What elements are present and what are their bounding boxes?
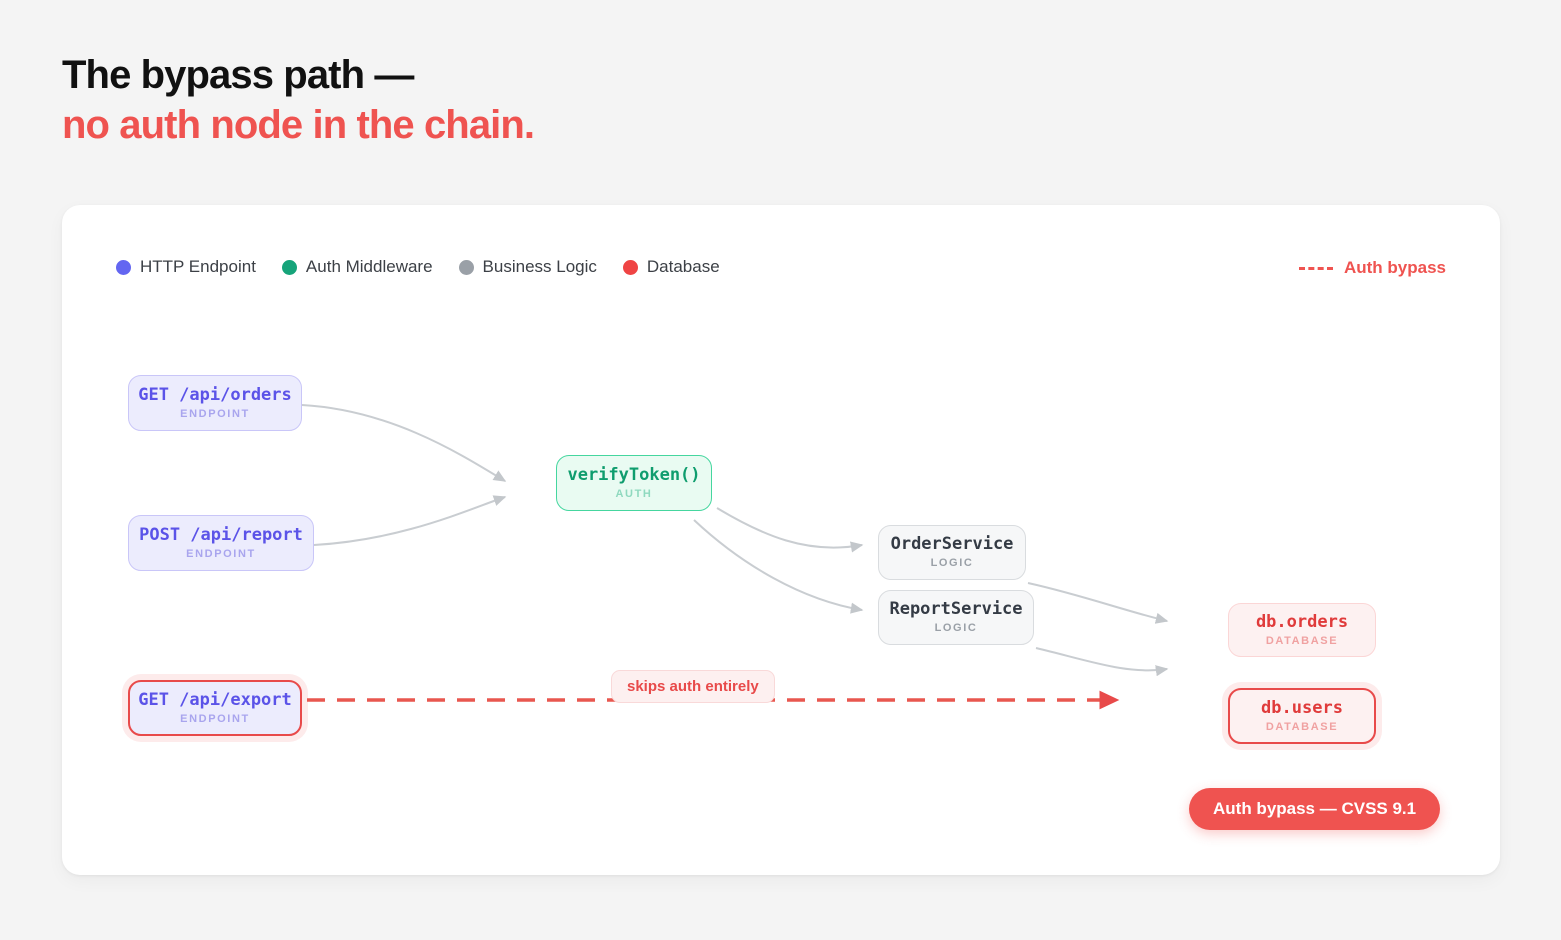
legend-label: HTTP Endpoint bbox=[140, 257, 256, 276]
legend-dot-icon bbox=[622, 259, 638, 275]
edge-verifytoken-to-reportservice bbox=[693, 519, 864, 614]
legend-item-business-logic[interactable]: Business Logic bbox=[458, 257, 597, 277]
edge-reportservice-to-dborders bbox=[1035, 647, 1169, 677]
legend-item-http-endpoint[interactable]: HTTP Endpoint bbox=[116, 257, 256, 277]
node-db-orders[interactable]: db.orders DATABASE bbox=[1228, 603, 1376, 657]
node-title: GET /api/orders bbox=[138, 384, 292, 405]
node-title: OrderService bbox=[890, 534, 1014, 554]
legend-label: Auth bypass bbox=[1343, 258, 1446, 277]
edge-orderservice-to-dborders bbox=[1027, 582, 1169, 624]
node-subtitle: AUTH bbox=[615, 487, 653, 500]
node-order-service[interactable]: OrderService LOGIC bbox=[878, 525, 1026, 580]
page-title-line-2: no auth node in the chain. bbox=[62, 103, 535, 147]
page-heading: The bypass path — no auth node in the ch… bbox=[62, 50, 962, 150]
page-title-line-1: The bypass path — bbox=[62, 53, 414, 97]
edge-verifytoken-to-orderservice bbox=[716, 507, 864, 553]
node-title: verifyToken() bbox=[567, 464, 701, 485]
legend-label: Auth Middleware bbox=[305, 257, 433, 276]
dashed-line-icon bbox=[1298, 266, 1333, 270]
node-post-api-report[interactable]: POST /api/report ENDPOINT bbox=[128, 515, 314, 571]
bypass-annotation-label: skips auth entirely bbox=[611, 670, 775, 703]
node-get-api-export[interactable]: GET /api/export ENDPOINT bbox=[128, 680, 302, 736]
legend-dot-icon bbox=[458, 259, 474, 275]
node-db-users[interactable]: db.users DATABASE bbox=[1228, 688, 1376, 744]
legend-item-database[interactable]: Database bbox=[622, 257, 720, 277]
node-subtitle: DATABASE bbox=[1265, 720, 1339, 733]
legend: HTTP Endpoint Auth Middleware Business L… bbox=[116, 257, 720, 277]
node-title: POST /api/report bbox=[139, 524, 303, 545]
node-subtitle: ENDPOINT bbox=[186, 547, 256, 560]
node-subtitle: ENDPOINT bbox=[180, 712, 250, 725]
edge-report-to-verifytoken bbox=[313, 495, 507, 546]
node-subtitle: DATABASE bbox=[1265, 634, 1339, 647]
node-title: GET /api/export bbox=[138, 689, 292, 710]
node-title: db.users bbox=[1261, 697, 1343, 718]
node-get-api-orders[interactable]: GET /api/orders ENDPOINT bbox=[128, 375, 302, 431]
legend-label: Business Logic bbox=[482, 257, 597, 276]
node-title: db.orders bbox=[1255, 611, 1349, 632]
legend-dot-icon bbox=[281, 259, 297, 275]
legend-dot-icon bbox=[116, 259, 131, 275]
graph-canvas: GET /api/orders ENDPOINT POST /api/repor… bbox=[62, 205, 1500, 875]
cvss-severity-badge: Auth bypass — CVSS 9.1 bbox=[1189, 788, 1441, 830]
node-report-service[interactable]: ReportService LOGIC bbox=[878, 590, 1034, 645]
legend-label: Database bbox=[646, 257, 720, 276]
diagram-card: HTTP Endpoint Auth Middleware Business L… bbox=[62, 205, 1500, 875]
legend-item-auth-bypass[interactable]: Auth bypass bbox=[1298, 258, 1446, 278]
node-subtitle: ENDPOINT bbox=[180, 407, 250, 420]
legend-item-auth-middleware[interactable]: Auth Middleware bbox=[281, 257, 433, 277]
node-subtitle: LOGIC bbox=[934, 622, 978, 634]
node-verify-token[interactable]: verifyToken() AUTH bbox=[556, 455, 712, 511]
node-title: ReportService bbox=[889, 599, 1023, 619]
edge-orders-to-verifytoken bbox=[301, 404, 507, 482]
node-subtitle: LOGIC bbox=[930, 557, 974, 569]
